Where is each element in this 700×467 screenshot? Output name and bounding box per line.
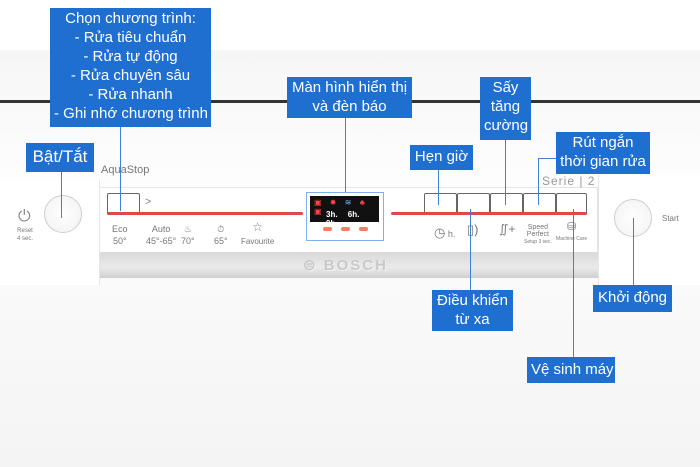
program-quick[interactable]: ⏱65° — [214, 224, 228, 246]
connector-program — [120, 127, 121, 211]
program-button[interactable] — [107, 193, 140, 213]
option-led-bar — [391, 212, 587, 215]
label-power: Bật/Tắt — [26, 143, 94, 172]
water-led — [359, 227, 368, 231]
label-machine-care: Vệ sinh máy — [527, 357, 615, 383]
stopwatch-icon: ⏱ — [217, 224, 225, 234]
timer-option: ◷ h. — [434, 225, 456, 240]
salt-led — [323, 227, 332, 231]
pot-icon: ♨ — [183, 224, 192, 234]
label-start: Khởi động — [593, 285, 672, 312]
speed-perfect-button[interactable] — [523, 193, 556, 213]
display: ▣ ✹ ≋ ♣ ▣ 3h. 6h. 9h. — [306, 192, 384, 241]
connector-speed-h — [538, 158, 556, 159]
connector-remote — [470, 209, 471, 290]
chevron-right-icon: > — [145, 196, 152, 208]
connector-display — [345, 118, 346, 192]
program-favourite[interactable]: ☆Favourite — [241, 220, 275, 247]
connector-start — [633, 218, 634, 285]
program-led-bar — [107, 212, 303, 215]
machine-care-label: ⛁Machine Care — [556, 221, 588, 243]
connector-dry — [505, 140, 506, 205]
connector-timer — [438, 170, 439, 205]
power-button[interactable] — [44, 195, 82, 233]
connector-clean — [573, 209, 574, 357]
rinse-led — [341, 227, 350, 231]
remote-icon: ▯) — [467, 222, 479, 237]
connector-speed-v — [538, 158, 539, 205]
clock-icon: ◷ — [434, 225, 446, 240]
handle-rail: ⊜ BOSCH — [100, 252, 598, 278]
extra-dry-button[interactable] — [490, 193, 523, 213]
display-times: 3h. 6h. 9h. — [326, 210, 360, 228]
label-timer: Hẹn giờ — [410, 145, 473, 170]
status-icons: ▣ ✹ ≋ ♣ ▣ — [314, 198, 368, 216]
star-icon: ☆ — [252, 220, 264, 234]
bosch-logo: ⊜ BOSCH — [303, 257, 388, 274]
right-control-area: Start — [598, 175, 700, 285]
machine-care-icon: ⛁ — [566, 221, 577, 233]
power-icon: ⏻ — [18, 208, 31, 225]
extra-dry-icon: ∬+ — [499, 222, 516, 236]
connector-power — [61, 172, 62, 218]
machine-care-button[interactable] — [556, 193, 587, 213]
remote-button[interactable] — [457, 193, 490, 213]
display-screen: ▣ ✹ ≋ ♣ ▣ 3h. 6h. 9h. — [310, 196, 379, 228]
aquastop-label: AquaStop — [101, 164, 150, 176]
label-program: Chọn chương trình:- Rửa tiêu chuẩn- Rửa … — [50, 8, 211, 127]
timer-button[interactable] — [424, 193, 457, 213]
start-label: Start — [662, 214, 679, 223]
program-intensive[interactable]: ♨70° — [181, 224, 195, 246]
serie-label: Serie | 2 — [542, 174, 596, 188]
